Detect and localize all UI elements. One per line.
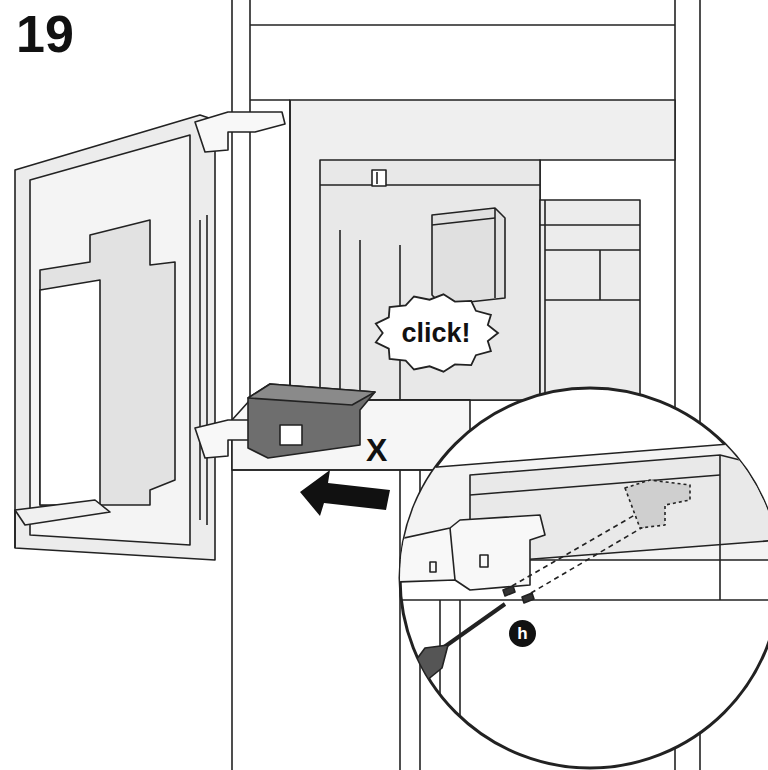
step-number: 19 — [16, 4, 74, 64]
burst-shape — [376, 294, 498, 371]
part-letter: X — [366, 432, 387, 469]
click-burst: click! — [372, 292, 500, 374]
sound-text: click! — [401, 318, 470, 349]
part-callout: h — [509, 620, 536, 647]
push-arrow — [300, 470, 390, 516]
callout-letter: h — [517, 624, 527, 644]
